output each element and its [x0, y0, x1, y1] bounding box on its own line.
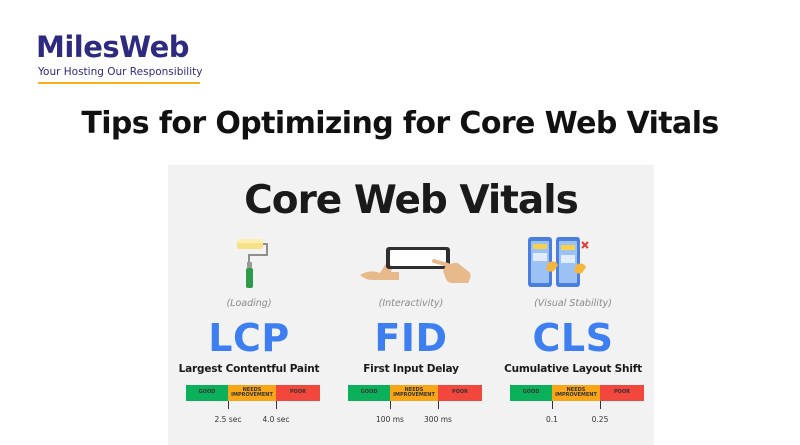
metric-acronym: LCP: [208, 316, 290, 360]
shifting-phones-icon: [528, 237, 589, 287]
metric-category: (Loading): [226, 298, 272, 309]
threshold-scale: GOOD NEEDS IMPROVEMENT POOR: [186, 385, 320, 401]
metric-cls: (Visual Stability) CLS Cumulative Layout…: [492, 235, 654, 445]
scale-needs-improvement: NEEDS IMPROVEMENT: [228, 385, 276, 401]
scale-needs-improvement: NEEDS IMPROVEMENT: [552, 385, 600, 401]
scale-poor: POOR: [276, 385, 320, 401]
threshold-tick: [390, 401, 391, 409]
metric-full-name: Cumulative Layout Shift: [504, 363, 642, 375]
scale-poor: POOR: [600, 385, 644, 401]
threshold-tick: [600, 401, 601, 409]
metric-acronym: CLS: [532, 316, 614, 360]
metric-full-name: First Input Delay: [363, 363, 459, 375]
metric-full-name: Largest Contentful Paint: [178, 363, 320, 375]
threshold-label: 0.25: [591, 415, 609, 424]
paint-roller-icon: [237, 239, 268, 288]
threshold-tick: [552, 401, 553, 409]
scale-good: GOOD: [348, 385, 390, 401]
threshold-label: 100 ms: [376, 415, 404, 424]
mileswed-logo: MilesWeb Your Hosting Our Responsibility: [36, 30, 206, 85]
scale-needs-improvement: NEEDS IMPROVEMENT: [390, 385, 438, 401]
panel-title: Core Web Vitals: [244, 178, 579, 223]
page-headline: Tips for Optimizing for Core Web Vitals: [81, 106, 719, 141]
logo-tagline: Your Hosting Our Responsibility: [38, 66, 203, 78]
metric-category: (Interactivity): [378, 298, 444, 309]
threshold-label: 300 ms: [424, 415, 452, 424]
core-web-vitals-panel: Core Web Vitals (Loading) LCP Largest Co…: [168, 165, 654, 445]
scale-good: GOOD: [510, 385, 552, 401]
metric-lcp: (Loading) LCP Largest Contentful Paint G…: [168, 235, 330, 445]
hand-tapping-phone-icon: [360, 247, 471, 283]
threshold-tick: [228, 401, 229, 409]
threshold-label: 2.5 sec: [214, 415, 242, 424]
scale-poor: POOR: [438, 385, 482, 401]
threshold-scale: GOOD NEEDS IMPROVEMENT POOR: [348, 385, 482, 401]
logo-underline: [38, 82, 200, 84]
threshold-tick: [438, 401, 439, 409]
threshold-label: 4.0 sec: [262, 415, 290, 424]
threshold-label: 0.1: [546, 415, 558, 424]
logo-name: MilesWeb: [36, 30, 190, 64]
metric-fid: (Interactivity) FID First Input Delay GO…: [330, 235, 492, 445]
scale-good: GOOD: [186, 385, 228, 401]
metric-category: (Visual Stability): [534, 298, 612, 309]
threshold-scale: GOOD NEEDS IMPROVEMENT POOR: [510, 385, 644, 401]
metric-acronym: FID: [374, 316, 448, 360]
threshold-tick: [276, 401, 277, 409]
